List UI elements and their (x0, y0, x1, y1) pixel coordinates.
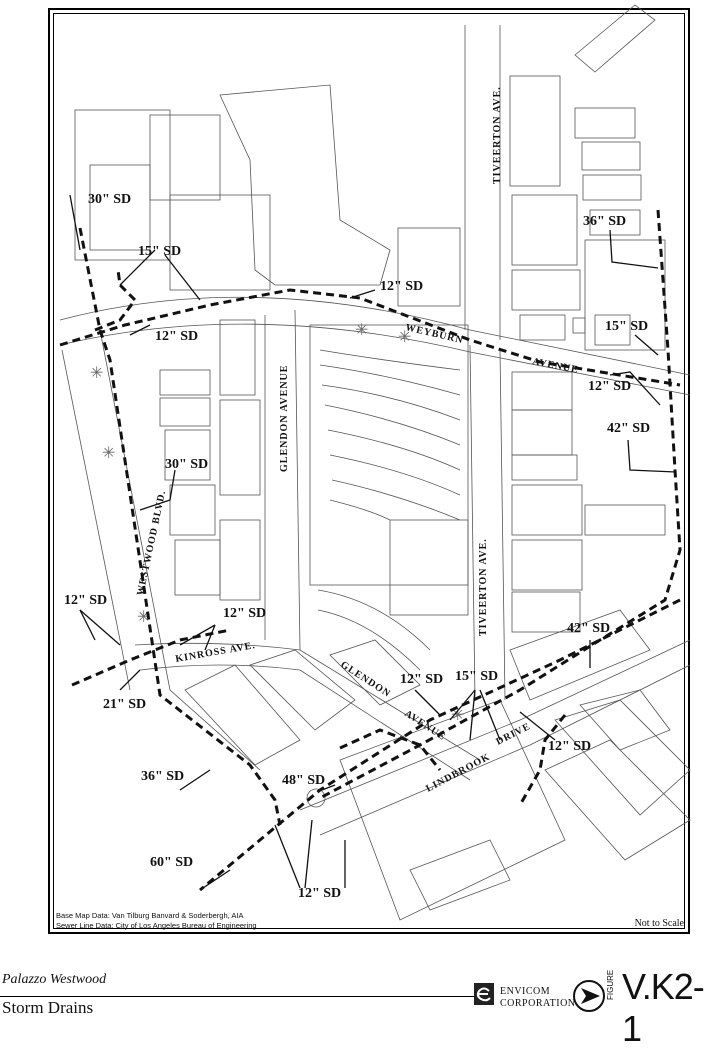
svg-text:✳: ✳ (90, 363, 103, 382)
label-36in-sd: 36" SD (583, 214, 626, 229)
storm-drain-labels: 30" SD 15" SD 12" SD 12" SD 36" SD 15" S… (64, 192, 650, 901)
street-westwood-blvd: WESTWOOD BLVD. (135, 489, 168, 596)
tree-markers: ✳ ✳ ✳ ✳ ✳ ✳ (90, 320, 464, 724)
street-tiverton-south: TIVEERTON AVE. (478, 538, 489, 636)
company-name-line2: CORPORATION (500, 998, 576, 1009)
label-12in-sd-glendon: 12" SD (400, 672, 443, 687)
label-15in-sd-left: 15" SD (138, 244, 181, 259)
project-name: Palazzo Westwood (2, 972, 107, 987)
label-12in-sd-right: 12" SD (588, 379, 631, 394)
street-avenue-east: AVENUE (531, 356, 579, 376)
label-30in-sd-mid: 30" SD (165, 457, 208, 472)
label-12in-sd-lindbrook: 12" SD (548, 739, 591, 754)
base-map-linework (59, 4, 691, 921)
street-glendon-avenue: GLENDON AVENUE (279, 365, 290, 472)
label-36in-sd-lower: 36" SD (141, 769, 184, 784)
sheet-title: Storm Drains (2, 998, 94, 1017)
street-glendon-lower: GLENDON (338, 659, 392, 700)
label-12in-sd-left-upper: 12" SD (155, 329, 198, 344)
figure-prefix: FIGURE (606, 969, 615, 1000)
label-12in-sd-west: 12" SD (64, 593, 107, 608)
label-12in-sd-bottom: 12" SD (298, 886, 341, 901)
label-42in-sd-lower: 42" SD (567, 621, 610, 636)
label-42in-sd-upper: 42" SD (607, 421, 650, 436)
label-48in-sd: 48" SD (282, 773, 325, 788)
svg-text:✳: ✳ (398, 327, 411, 346)
svg-text:✳: ✳ (355, 320, 368, 339)
street-drive: DRIVE (494, 721, 532, 748)
figure-number: V.K2-1 (622, 966, 705, 1049)
footer-rule (0, 996, 485, 997)
label-30in-sd-top: 30" SD (88, 192, 131, 207)
leader-lines (69, 194, 677, 891)
company-name-line1: ENVICOM (500, 986, 551, 997)
street-tiverton-north: TIVEERTON AVE. (492, 86, 503, 184)
svg-text:✳: ✳ (102, 443, 115, 462)
map-frame (48, 8, 690, 934)
envicom-logo-icon (474, 983, 494, 1005)
label-21in-sd: 21" SD (103, 697, 146, 712)
credit-base-map: Base Map Data: Van Tilburg Banvard & Sod… (56, 911, 244, 920)
north-arrow-icon (573, 980, 605, 1012)
label-15in-sd-lower: 15" SD (455, 669, 498, 684)
label-60in-sd: 60" SD (150, 855, 193, 870)
street-labels: TIVEERTON AVE. WEYBURN AVENUE GLENDON AV… (135, 86, 579, 794)
street-lindbrook: LINDBROOK (424, 751, 492, 794)
storm-drain-lines (59, 209, 682, 892)
label-12in-sd-kinross: 12" SD (223, 606, 266, 621)
scale-note: Not to Scale (634, 918, 684, 929)
credit-sewer-data: Sewer Line Data: City of Los Angeles Bur… (56, 921, 257, 930)
label-12in-sd-weyburn: 12" SD (380, 279, 423, 294)
label-15in-sd-right: 15" SD (605, 319, 648, 334)
